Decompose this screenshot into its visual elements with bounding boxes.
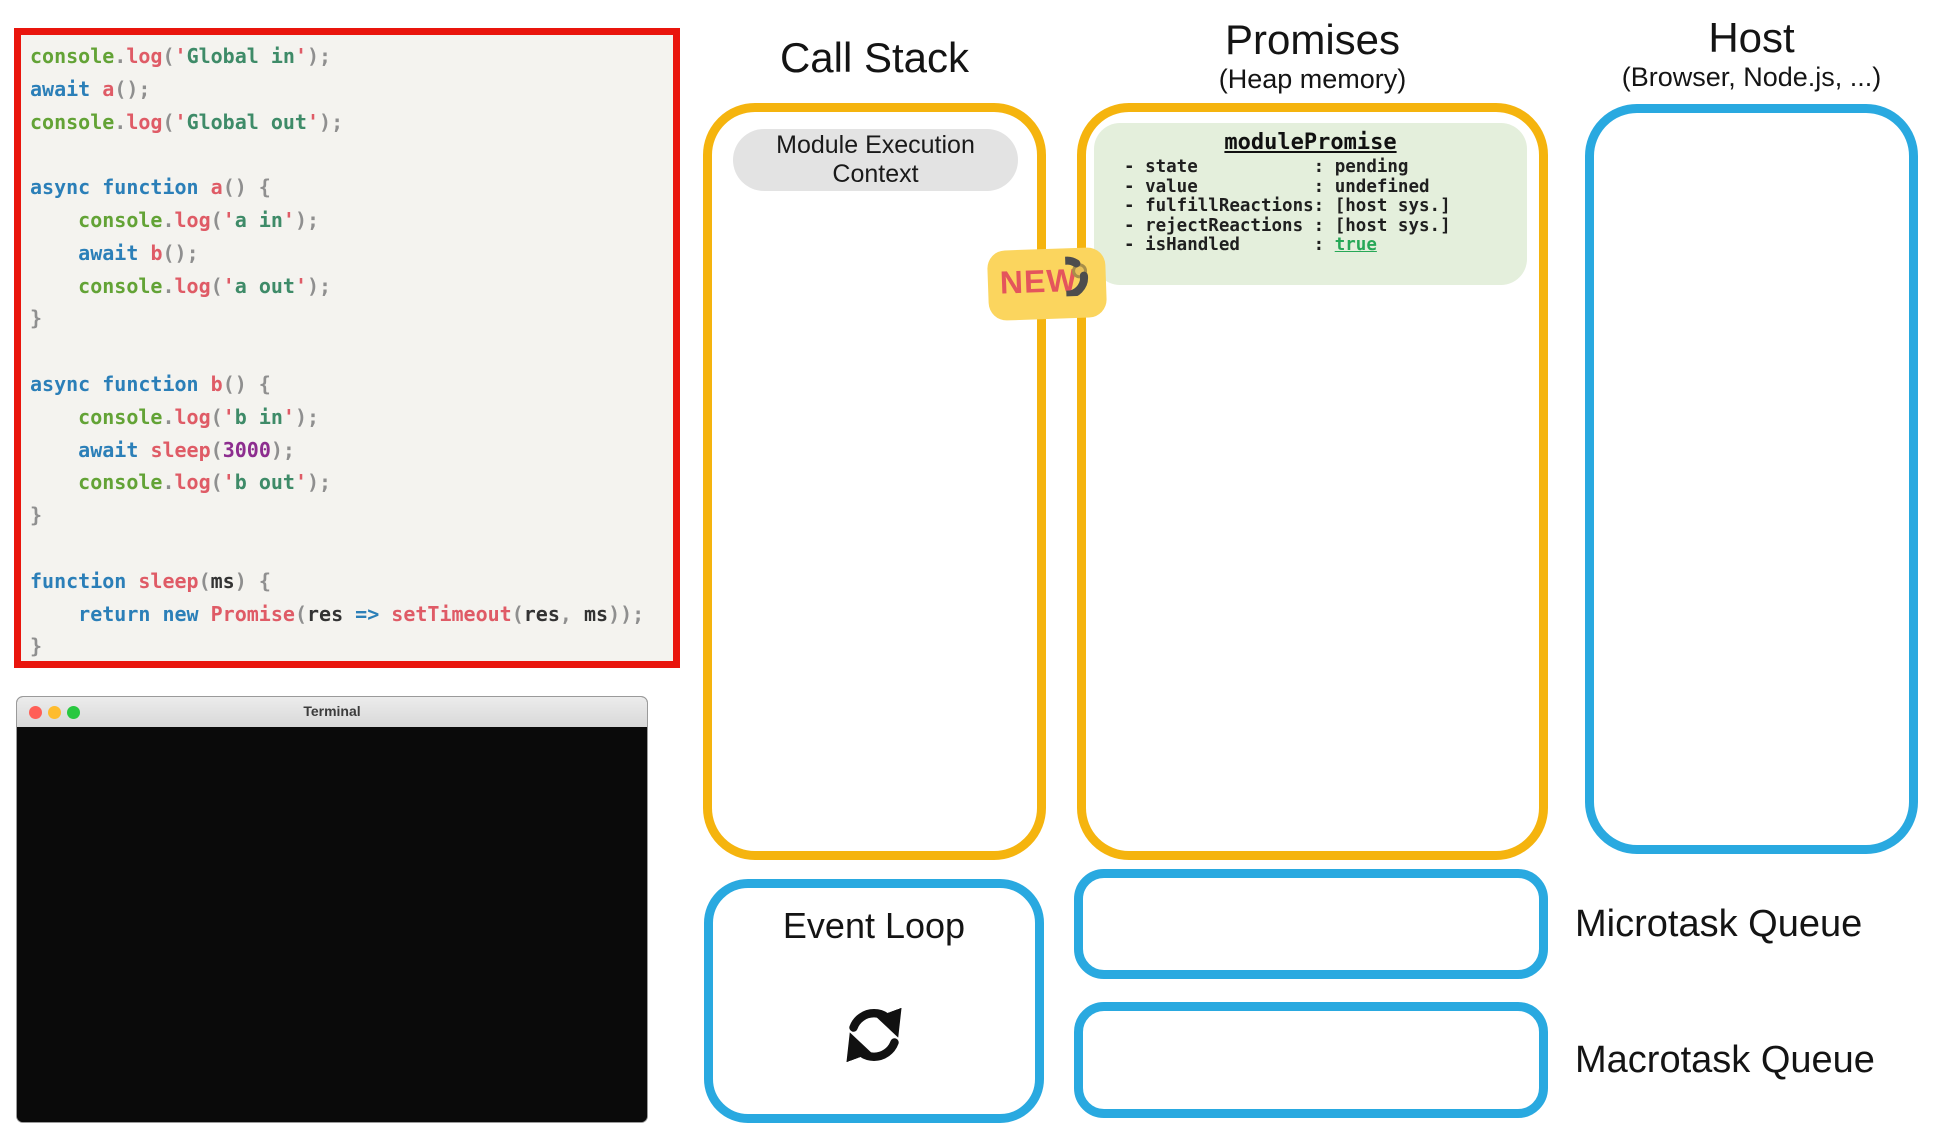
code-line: console.log('a in');	[78, 207, 320, 232]
code-line: async function a() {	[30, 175, 271, 200]
microtask-queue-box	[1074, 869, 1548, 979]
code-line: }	[30, 503, 43, 528]
code-line: }	[30, 306, 43, 331]
code-line: return new Promise(res => setTimeout(res…	[78, 601, 645, 626]
code-line	[30, 335, 667, 368]
host-container	[1585, 104, 1918, 854]
code-line: }	[30, 634, 43, 659]
terminal-title: Terminal	[303, 703, 361, 719]
ishandled-prefix: - isHandled :	[1124, 235, 1335, 255]
zoom-button-icon[interactable]	[67, 706, 80, 719]
ishandled-value: true	[1334, 235, 1377, 255]
host-title: Host	[1708, 14, 1795, 61]
tag-hook-icon	[1064, 256, 1089, 297]
code-line: await a();	[30, 76, 151, 101]
host-subtitle: (Browser, Node.js, ...)	[1621, 62, 1882, 92]
event-loop-cycle-icon	[846, 1007, 902, 1063]
call-stack-container	[703, 103, 1046, 860]
promises-subtitle: (Heap memory)	[1218, 64, 1407, 94]
module-promise-row: - value : undefined	[1124, 176, 1430, 197]
event-loop-box	[704, 879, 1044, 1123]
code-line	[30, 138, 667, 171]
event-loop-title: Event Loop	[782, 905, 966, 946]
code-line: await b();	[78, 240, 199, 265]
code-line	[30, 532, 667, 565]
terminal-body	[17, 727, 647, 1122]
code-panel: console.log('Global in'); await a(); conso…	[14, 28, 680, 668]
module-promise-row: - rejectReactions : [host sys.]	[1124, 215, 1451, 236]
code-line: await sleep(3000);	[78, 437, 295, 462]
code-line: console.log('a out');	[78, 273, 332, 298]
code-line: console.log('Global in');	[30, 44, 332, 68]
new-tag: NEW	[986, 246, 1108, 322]
code-line: console.log('Global out');	[30, 109, 344, 134]
code-lines: console.log('Global in'); await a(); conso…	[30, 40, 667, 661]
close-button-icon[interactable]	[29, 706, 42, 719]
module-promise-rows: - state : pending- value : undefined- fu…	[1094, 157, 1527, 236]
code-line: function sleep(ms) {	[30, 568, 271, 593]
macrotask-queue-label: Macrotask Queue	[1575, 1038, 1875, 1081]
minimize-button-icon[interactable]	[48, 706, 61, 719]
promises-title: Promises	[1224, 16, 1401, 63]
call-stack-frame-module-execution-context: Module Execution Context	[733, 129, 1018, 191]
module-promise-title: modulePromise	[1224, 130, 1397, 155]
code-line: console.log('b out');	[78, 470, 332, 495]
code-line: console.log('b in');	[78, 404, 320, 429]
terminal-window: Terminal	[16, 696, 648, 1123]
terminal-titlebar: Terminal	[17, 697, 647, 728]
module-promise-row-ishandled: - isHandled : true	[1094, 235, 1527, 256]
module-promise-row: - fulfillReactions: [host sys.]	[1124, 196, 1451, 216]
module-promise-object: modulePromise - state : pending- value :…	[1094, 123, 1527, 285]
microtask-queue-label: Microtask Queue	[1575, 902, 1863, 945]
call-stack-title: Call Stack	[779, 34, 970, 81]
code-line: async function b() {	[30, 371, 271, 396]
module-promise-row: - state : pending	[1124, 157, 1409, 177]
macrotask-queue-box	[1074, 1002, 1548, 1118]
